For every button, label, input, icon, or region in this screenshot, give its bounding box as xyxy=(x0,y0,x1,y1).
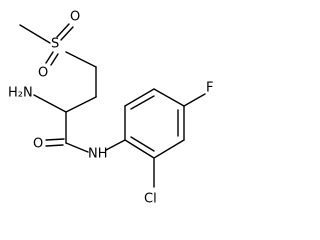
bond-s-ch2 xyxy=(65,51,97,68)
ring-bond-5 xyxy=(153,139,185,159)
bond-carbonyl-nh xyxy=(65,142,89,153)
chemical-structure: S O O H₂N O NH F Cl xyxy=(8,10,213,207)
bond-nh-ring xyxy=(105,139,126,151)
bond-methyl-s xyxy=(19,24,51,44)
bonds xyxy=(19,23,206,188)
bond-s-o2-a xyxy=(45,51,54,64)
bond-s-o1-b xyxy=(60,26,74,41)
ring-inner-3 xyxy=(130,136,155,152)
bond-carbonyl-o-b xyxy=(45,138,65,141)
bond-ring-f xyxy=(183,93,206,107)
atom-nh: NH xyxy=(88,147,108,162)
atom-labels: S O O H₂N O NH F Cl xyxy=(8,10,213,207)
bond-s-o1-a xyxy=(56,23,70,38)
bond-alpha-nh2 xyxy=(33,94,67,113)
atom-o-bottom: O xyxy=(38,66,48,81)
bond-s-o2-b xyxy=(50,53,59,66)
atom-nh2: H₂N xyxy=(8,86,33,101)
bond-ch2-alpha xyxy=(65,96,97,113)
ring-inner-1 xyxy=(130,95,155,110)
bond-carbonyl-o-a xyxy=(45,144,64,147)
atom-s: S xyxy=(51,37,59,52)
atom-o-top: O xyxy=(70,10,80,25)
atom-carbonyl-o: O xyxy=(33,137,43,152)
ring-bond-2 xyxy=(124,88,155,107)
atom-f: F xyxy=(206,81,213,96)
ring-bond-3 xyxy=(153,88,185,107)
ring-bond-6 xyxy=(124,139,155,159)
atom-cl: Cl xyxy=(144,192,157,207)
